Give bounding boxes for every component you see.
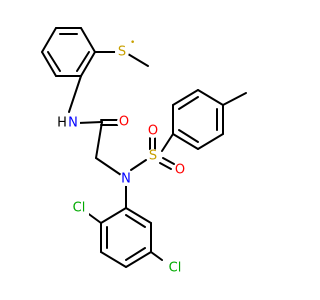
bond-s-o-right-b [162,157,175,165]
bond-carbonyl-to-ch2 [95,121,103,159]
bond [197,89,224,106]
atom-amide-n: H N [57,115,80,131]
atom-label: Cl [169,261,182,276]
atom-label: O [175,163,185,178]
atom-label: O [119,115,129,130]
atom-label: S [118,45,126,60]
bond [125,251,152,268]
atom-s-methyl: S • [115,38,135,60]
bond-double-inner [76,51,90,72]
bond [125,207,152,224]
thiophenyl-ring [41,27,96,77]
dichlorophenyl-ring [100,207,152,268]
bond [80,27,96,53]
bond-double-inner [125,247,146,261]
bond-methyl [222,92,247,106]
bond [100,207,127,224]
bond [41,51,57,77]
bond-nh-to-carbonyl [77,121,103,124]
atom-label: O [148,124,158,139]
atom-cl-bottom: Cl [164,260,186,276]
bond-ring-to-nh [68,75,82,113]
atom-label: Cl [73,201,86,216]
bond-double-inner [47,51,61,72]
bond-double-inner [125,214,146,228]
atom-sulfonamide-n: N [119,172,133,187]
bond [197,133,224,150]
bond-double-inner [178,96,199,110]
atom-sulfonyl-o-right: O [173,163,187,178]
bond [100,251,127,268]
atom-cl-top: Cl [69,200,89,216]
bond-s-to-methyl [127,53,149,67]
bond-ch2-to-n [95,157,122,176]
bond-n-to-s [130,159,147,171]
atom-label: N [121,172,131,187]
atom-sulfonyl-o-top: O [146,124,160,139]
tolyl-ring [172,89,247,150]
atom-label: N [68,116,78,131]
bond [80,51,96,77]
atom-sulfonyl-s: S [146,149,160,164]
radical-dot: • [130,38,135,48]
bond-s-to-tolyl [161,133,174,152]
bond [172,89,199,106]
atom-amide-o: O [117,115,131,130]
bond-ring-to-cl-bottom [150,251,163,261]
bond-s-o-right-a [159,162,172,170]
bond [41,27,57,53]
bond-double-inner [178,129,199,143]
atom-label: S [149,149,157,164]
molecule-diagram: S • H N O N S O O Cl Cl [41,27,247,276]
bond [172,133,199,150]
atom-label-h: H [57,116,67,131]
